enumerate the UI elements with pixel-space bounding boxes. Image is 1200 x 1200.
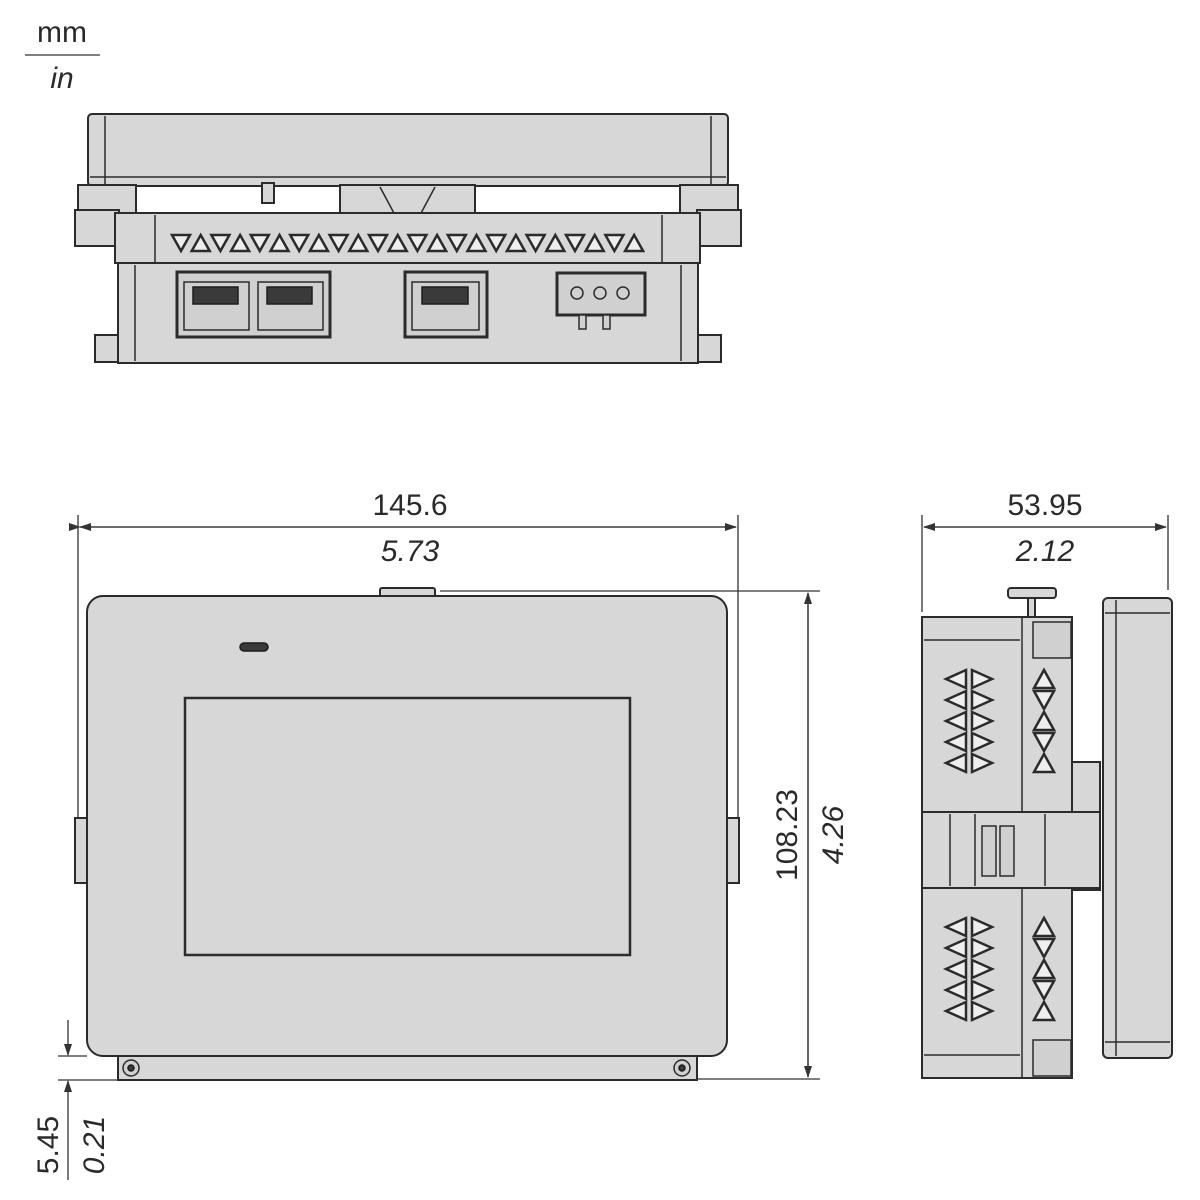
- vent-triangle: [445, 233, 468, 254]
- vent-triangle: [307, 232, 331, 253]
- vent-triangle: [524, 233, 547, 254]
- right-flange: [697, 334, 722, 363]
- vent-triangle: [942, 731, 968, 753]
- screw-right: [673, 1059, 691, 1077]
- vent-triangle: [942, 1000, 968, 1022]
- screw-left: [122, 1059, 140, 1077]
- unit-in: in: [50, 62, 73, 95]
- vent-triangle: [970, 979, 996, 1001]
- rj45-port-2: [257, 281, 324, 331]
- vent-triangle: [970, 689, 996, 711]
- vent-triangle: [406, 233, 429, 254]
- vent-triangle: [386, 232, 409, 253]
- pin: [261, 182, 275, 204]
- offset-in: 0.21: [78, 1116, 111, 1174]
- width-in: 5.73: [381, 535, 440, 568]
- vent-triangle: [347, 232, 370, 253]
- vent-triangle: [942, 752, 968, 774]
- vent-triangle: [970, 916, 996, 938]
- vent-triangle: [970, 958, 996, 980]
- vent-triangle: [942, 958, 968, 980]
- vent-triangle: [1031, 709, 1057, 732]
- side-display-panel: [1102, 597, 1173, 1059]
- left-flange: [94, 334, 119, 363]
- vent-triangle: [1031, 937, 1057, 960]
- vent-triangle: [1031, 689, 1057, 712]
- height-dimension: 108.23 4.26: [440, 590, 850, 1080]
- vent-triangle: [169, 233, 193, 254]
- depth-in: 2.12: [1015, 535, 1075, 568]
- side-latch-top: [1032, 621, 1072, 659]
- left-clip: [77, 184, 137, 214]
- vent-triangle: [942, 710, 968, 732]
- vent-triangle: [970, 710, 996, 732]
- vent-triangle: [228, 232, 252, 253]
- height-mm: 108.23: [771, 789, 804, 881]
- vent-triangle: [1031, 957, 1057, 980]
- rj45-port-1: [183, 281, 250, 331]
- vent-triangle: [1031, 999, 1057, 1022]
- vent-triangle: [970, 668, 996, 690]
- front-view: [74, 587, 740, 1081]
- height-in: 4.26: [817, 805, 850, 864]
- vent-triangle: [288, 233, 311, 254]
- depth-dimension: 53.95 2.12: [921, 489, 1169, 612]
- vent-triangle: [942, 689, 968, 711]
- vent-triangle: [248, 233, 271, 254]
- center-connector: [339, 184, 476, 216]
- unit-mm: mm: [37, 16, 87, 49]
- vent-triangle: [1031, 915, 1057, 938]
- offset-mm: 5.45: [32, 1116, 65, 1174]
- vent-triangle: [544, 232, 567, 253]
- rj45-port-3: [403, 270, 489, 339]
- vent-triangle: [1031, 979, 1057, 1002]
- left-clip-base: [74, 209, 120, 247]
- width-mm: 145.6: [372, 489, 447, 522]
- vent-triangle: [504, 232, 528, 253]
- power-connector: [555, 271, 647, 330]
- vent-triangle: [970, 937, 996, 959]
- status-led: [239, 642, 269, 652]
- vent-triangles: [169, 232, 646, 254]
- vent-triangle: [583, 232, 606, 253]
- vent-triangle: [563, 233, 587, 254]
- vent-triangle: [209, 233, 232, 254]
- top-view: [74, 113, 742, 364]
- vent-triangle: [485, 233, 508, 254]
- vent-triangle: [942, 668, 968, 690]
- right-clip-base: [696, 209, 742, 247]
- side-pin-stem: [1027, 597, 1036, 619]
- vent-triangle: [465, 232, 488, 253]
- right-clip: [679, 184, 739, 214]
- vent-triangle: [189, 232, 212, 253]
- vent-triangle: [622, 232, 646, 253]
- vent-triangle: [942, 979, 968, 1001]
- vent-triangle: [425, 232, 449, 253]
- vent-triangle: [942, 937, 968, 959]
- vent-triangle: [366, 233, 390, 254]
- vent-triangle: [970, 1000, 996, 1022]
- display-cover: [87, 113, 729, 187]
- side-vents: [942, 667, 1057, 1022]
- vent-triangle: [1031, 667, 1057, 690]
- vent-triangle: [603, 233, 626, 254]
- side-pin-head: [1007, 587, 1057, 599]
- vent-triangle: [327, 233, 350, 254]
- vent-triangle: [942, 916, 968, 938]
- vent-triangle: [970, 752, 996, 774]
- side-latch-bottom: [1032, 1039, 1072, 1077]
- vent-triangle: [1031, 731, 1057, 754]
- units-legend: mm in: [25, 16, 100, 95]
- bottom-offset-dimension: 5.45 0.21: [32, 1020, 118, 1180]
- screen: [183, 696, 632, 957]
- vent-triangle: [268, 232, 291, 253]
- depth-mm: 53.95: [1007, 489, 1082, 522]
- side-view: [921, 587, 1173, 1079]
- vent-triangle: [970, 731, 996, 753]
- vent-triangle: [1031, 751, 1057, 774]
